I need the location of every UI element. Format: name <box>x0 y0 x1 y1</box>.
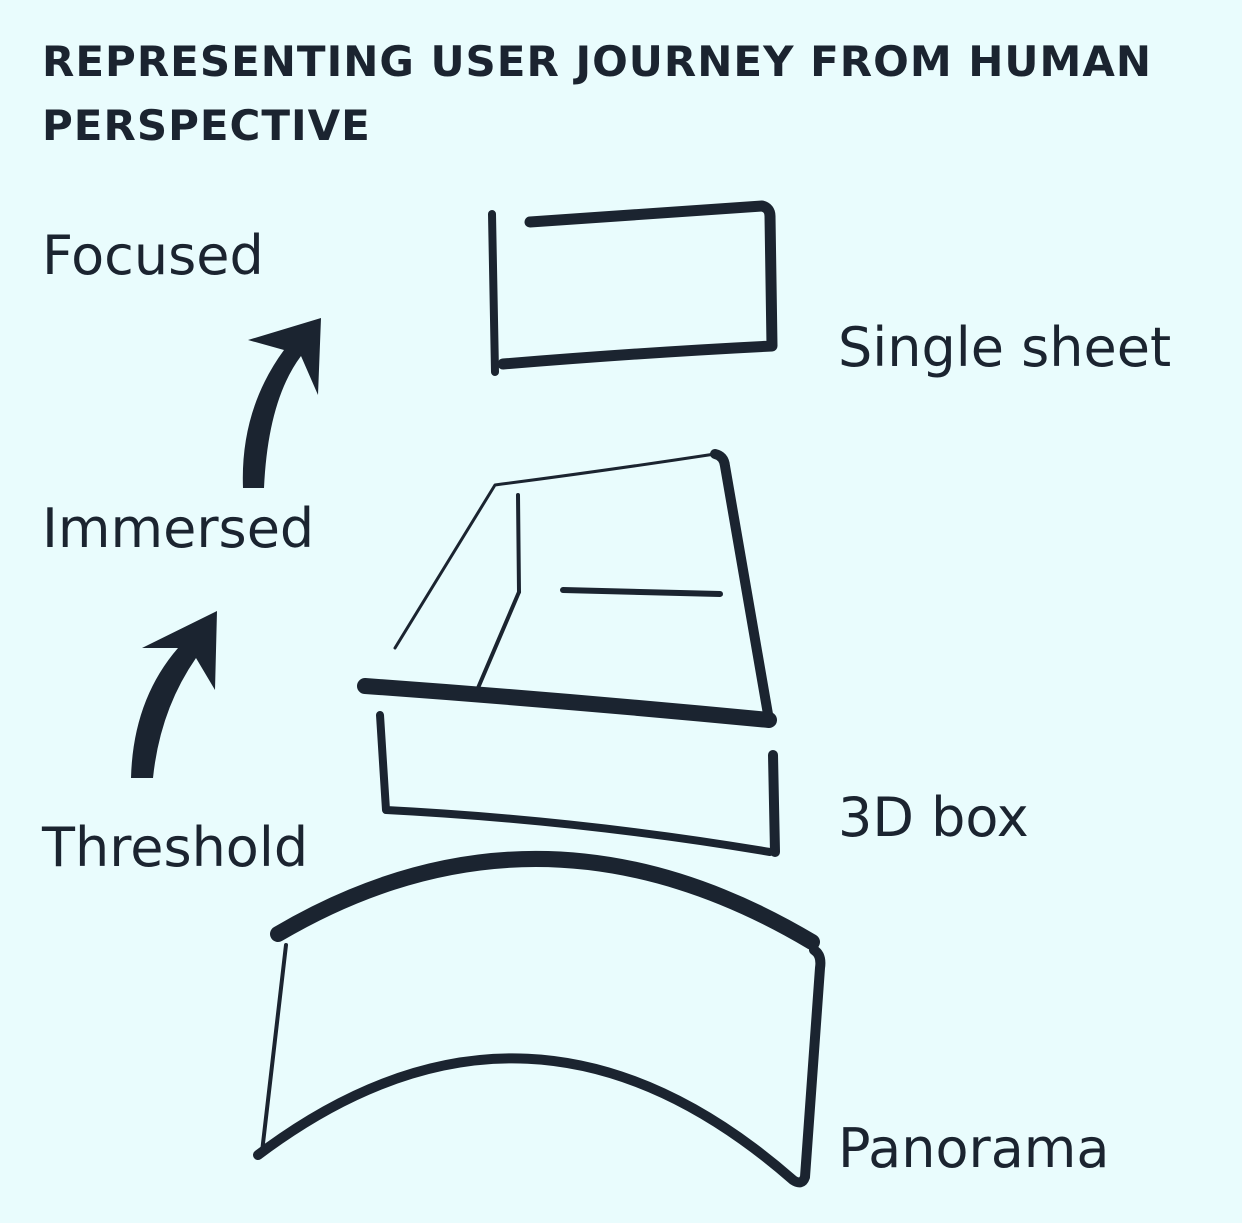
diagram-title: REPRESENTING USER JOURNEY FROM HUMAN PER… <box>42 37 1152 150</box>
stage-label-threshold: Threshold <box>42 816 309 879</box>
stage-label-immersed: Immersed <box>42 497 315 560</box>
panorama-drawing <box>253 850 826 1188</box>
form-label-single-sheet: Single sheet <box>838 316 1172 379</box>
arrow-up-icon <box>242 318 321 488</box>
form-label-panorama: Panorama <box>838 1117 1110 1180</box>
arrow-up-icon <box>131 611 217 778</box>
single-sheet-drawing <box>488 200 778 376</box>
stage-label-focused: Focused <box>42 224 264 287</box>
3d-box-drawing <box>357 449 780 857</box>
form-label-3d-box: 3D box <box>838 786 1029 849</box>
